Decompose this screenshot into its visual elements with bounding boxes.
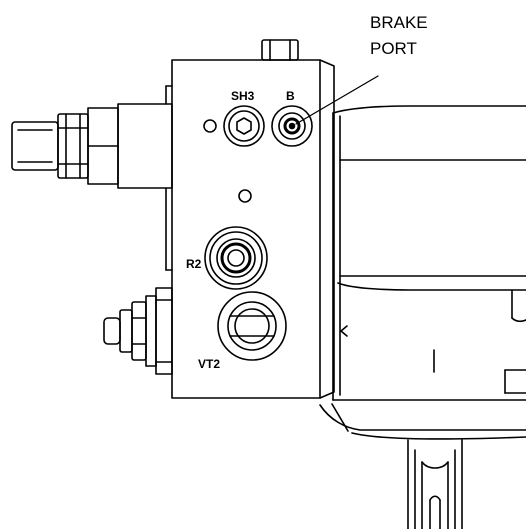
direction-mark — [340, 325, 348, 337]
brake-port-leader-line — [295, 75, 379, 125]
valve-block — [165, 59, 335, 399]
label-sh3: SH3 — [231, 89, 255, 103]
label-b: B — [286, 89, 295, 103]
top-plug — [261, 39, 299, 61]
label-vt2: VT2 — [198, 357, 220, 371]
small-hole-middle — [238, 189, 252, 203]
callout-brake-line1: BRAKE — [370, 13, 428, 32]
small-hole-upper — [203, 119, 217, 133]
port-vt2 — [217, 291, 287, 361]
callout-brake-line2: PORT — [370, 39, 417, 58]
motor-housing — [319, 105, 526, 440]
left-fitting-upper — [11, 103, 173, 189]
label-r2: R2 — [186, 257, 202, 271]
port-r2 — [204, 226, 268, 290]
left-fitting-lower — [103, 287, 173, 375]
port-b — [271, 105, 313, 147]
port-sh3 — [223, 105, 265, 147]
output-shaft — [407, 439, 463, 529]
